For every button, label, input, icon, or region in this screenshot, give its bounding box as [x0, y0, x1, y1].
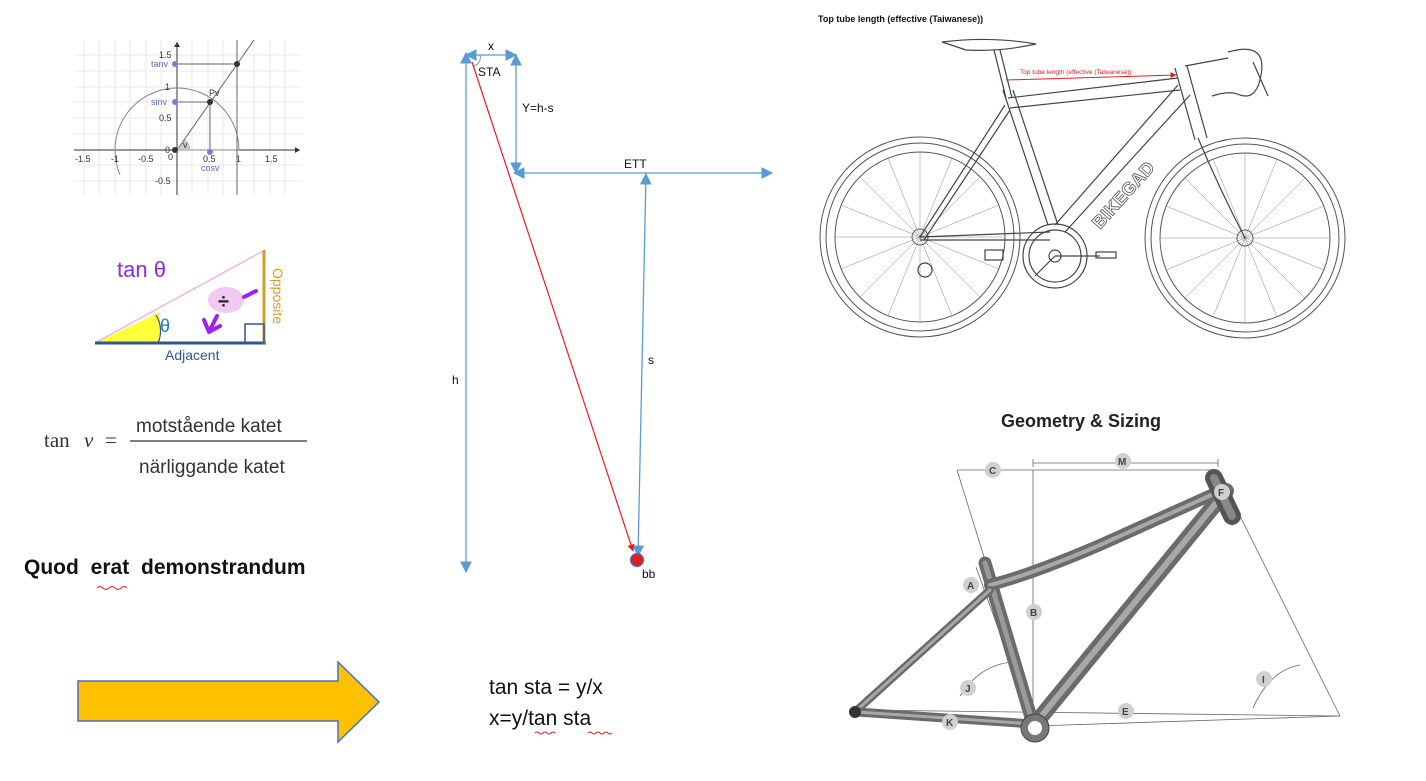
bike-title: Top tube length (effective (Taiwanese)) — [818, 14, 983, 24]
qed-word-1: Quod — [24, 556, 79, 579]
label-sta: STA — [478, 65, 500, 79]
frame-label-e: E — [1122, 707, 1129, 718]
label-tanv: tanv — [151, 59, 169, 69]
bike-annotation: Top tube length (effective (Taiwanese)) — [1020, 69, 1132, 76]
equation-line-2: x=y/tan sta — [489, 707, 591, 730]
formula-numerator: motstående katet — [136, 416, 282, 437]
frame-label-c: C — [989, 466, 996, 477]
opposite-label: Opposite — [270, 268, 286, 324]
label-x: x — [488, 39, 494, 53]
tick-x-0.5: 0.5 — [203, 154, 216, 164]
tick-x-1.5: 1.5 — [265, 154, 278, 164]
frame-label-i: I — [1262, 675, 1265, 686]
tick-y-1.5: 1.5 — [159, 50, 172, 60]
label-pv: Pv — [209, 88, 220, 98]
equations: tan sta = y/x x=y/tan sta — [489, 676, 613, 735]
formula-denominator: närliggande katet — [139, 457, 285, 478]
qed-word-2: erat — [91, 556, 130, 579]
unit-circle-graph: -1.5 -1 -0.5 0 0.5 1 1.5 1.5 1 0.5 0 -0.… — [74, 39, 302, 195]
tick-x-0: 0 — [168, 152, 173, 162]
tan-theta-title: tan θ — [117, 257, 166, 282]
svg-text:Quod erat demonstr: Quod erat demonstrandum — [24, 556, 306, 579]
qed-text: Quod erat demonstrandum — [24, 556, 306, 590]
frame-label-b: B — [1030, 608, 1037, 619]
bicycle-illustration: Top tube length (effective (Taiwanese)) — [818, 14, 1346, 339]
right-arrow-shape — [77, 660, 381, 744]
label-y-eq: Y=h-s — [522, 101, 554, 115]
frame-label-f: F — [1218, 488, 1224, 499]
formula-var: v — [84, 428, 94, 452]
tick-x-1: 1 — [236, 154, 241, 164]
adjacent-label: Adjacent — [165, 347, 220, 363]
formula-tan: tan — [44, 428, 70, 452]
label-bb: bb — [642, 567, 656, 581]
tan-theta-diagram: θ tan θ ÷ Adjacent Opposite — [94, 249, 286, 363]
tick-x-neg1.5: -1.5 — [75, 154, 91, 164]
frame-title: Geometry & Sizing — [1001, 411, 1161, 431]
geometry-sizing-frame: Geometry & Sizing — [849, 411, 1341, 743]
frame-label-k: K — [946, 718, 954, 729]
theta-symbol: θ — [160, 316, 170, 336]
frame-label-m: M — [1118, 457, 1126, 468]
frame-label-j: J — [965, 684, 971, 695]
label-cosv: cosv — [201, 163, 220, 173]
tan-formula: tan v = motstående katet närliggande kat… — [44, 416, 307, 478]
tick-y-0.5: 0.5 — [159, 113, 172, 123]
equation-line-1: tan sta = y/x — [489, 676, 603, 699]
label-angle-v: v — [183, 140, 188, 150]
qed-word-3: demonstrandum — [141, 556, 306, 579]
tick-x-neg1: -1 — [111, 154, 119, 164]
label-h: h — [452, 373, 459, 387]
frame-label-a: A — [967, 581, 974, 592]
formula-equals: = — [105, 428, 117, 452]
divide-symbol: ÷ — [218, 291, 229, 313]
tick-y-0: 0 — [165, 145, 170, 155]
tick-x-neg0.5: -0.5 — [138, 154, 154, 164]
label-sinv: sinv — [151, 97, 168, 107]
frame-geometry-diagram: x STA Y=h-s ETT h s bb — [452, 39, 774, 581]
label-ett: ETT — [624, 157, 647, 171]
tick-y-neg0.5: -0.5 — [155, 176, 171, 186]
tick-y-1: 1 — [165, 82, 170, 92]
label-s: s — [648, 353, 654, 367]
